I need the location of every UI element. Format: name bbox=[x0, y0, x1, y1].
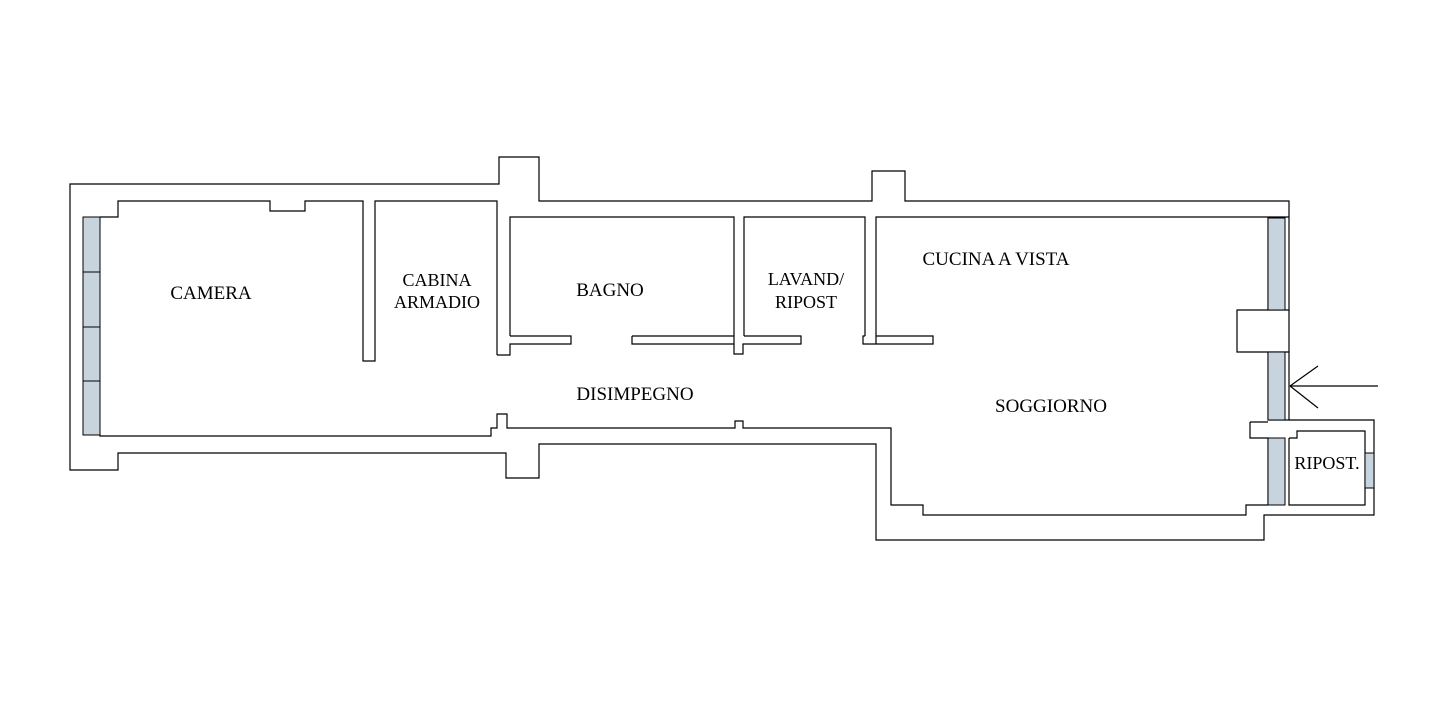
lavand-door-jamb bbox=[862, 335, 876, 345]
label-lavand-line2: RIPOST bbox=[775, 292, 837, 312]
window-right-door bbox=[1267, 351, 1286, 421]
label-ripost: RIPOST. bbox=[1294, 453, 1359, 473]
window-ripost bbox=[1364, 452, 1375, 489]
bagno-door-jamb bbox=[631, 335, 735, 345]
label-cabina-line1: CABINA bbox=[402, 270, 471, 290]
label-camera: CAMERA bbox=[170, 283, 252, 304]
room-labels: CAMERA CABINA ARMADIO BAGNO LAVAND/ RIPO… bbox=[170, 249, 1359, 473]
label-lavand-line1: LAVAND/ bbox=[768, 269, 844, 289]
lavand-door-jamb bbox=[733, 335, 802, 355]
label-disimpegno: DISIMPEGNO bbox=[576, 384, 693, 405]
window-right-top bbox=[1267, 217, 1286, 311]
inner-wall-line bbox=[100, 200, 498, 362]
windows bbox=[82, 216, 1375, 506]
outer-wall-line bbox=[69, 435, 1289, 541]
label-bagno: BAGNO bbox=[576, 280, 644, 301]
entrance-arrow-icon bbox=[1289, 365, 1378, 409]
inner-wall-line bbox=[99, 413, 1268, 516]
bagno-door-jamb bbox=[497, 335, 572, 356]
cucina-door-jamb bbox=[876, 335, 934, 345]
ripost-inner-wall bbox=[1288, 430, 1366, 506]
window-right-bottom bbox=[1267, 437, 1286, 506]
window-left bbox=[82, 216, 101, 273]
window-left bbox=[82, 326, 101, 382]
cucina-wall bbox=[875, 216, 1289, 344]
outer-walls bbox=[69, 156, 1290, 541]
column bbox=[1236, 309, 1268, 353]
window-left bbox=[82, 380, 101, 436]
window-left bbox=[82, 271, 101, 328]
label-cabina-line2: ARMADIO bbox=[394, 292, 480, 312]
label-soggiorno: SOGGIORNO bbox=[995, 396, 1107, 417]
outer-wall-line bbox=[69, 156, 1290, 218]
interior-walls bbox=[497, 216, 1375, 516]
bagno-wall bbox=[509, 216, 735, 336]
ripost-wall bbox=[1249, 422, 1269, 505]
lavand-wall bbox=[743, 216, 866, 336]
label-cucina: CUCINA A VISTA bbox=[923, 249, 1070, 270]
